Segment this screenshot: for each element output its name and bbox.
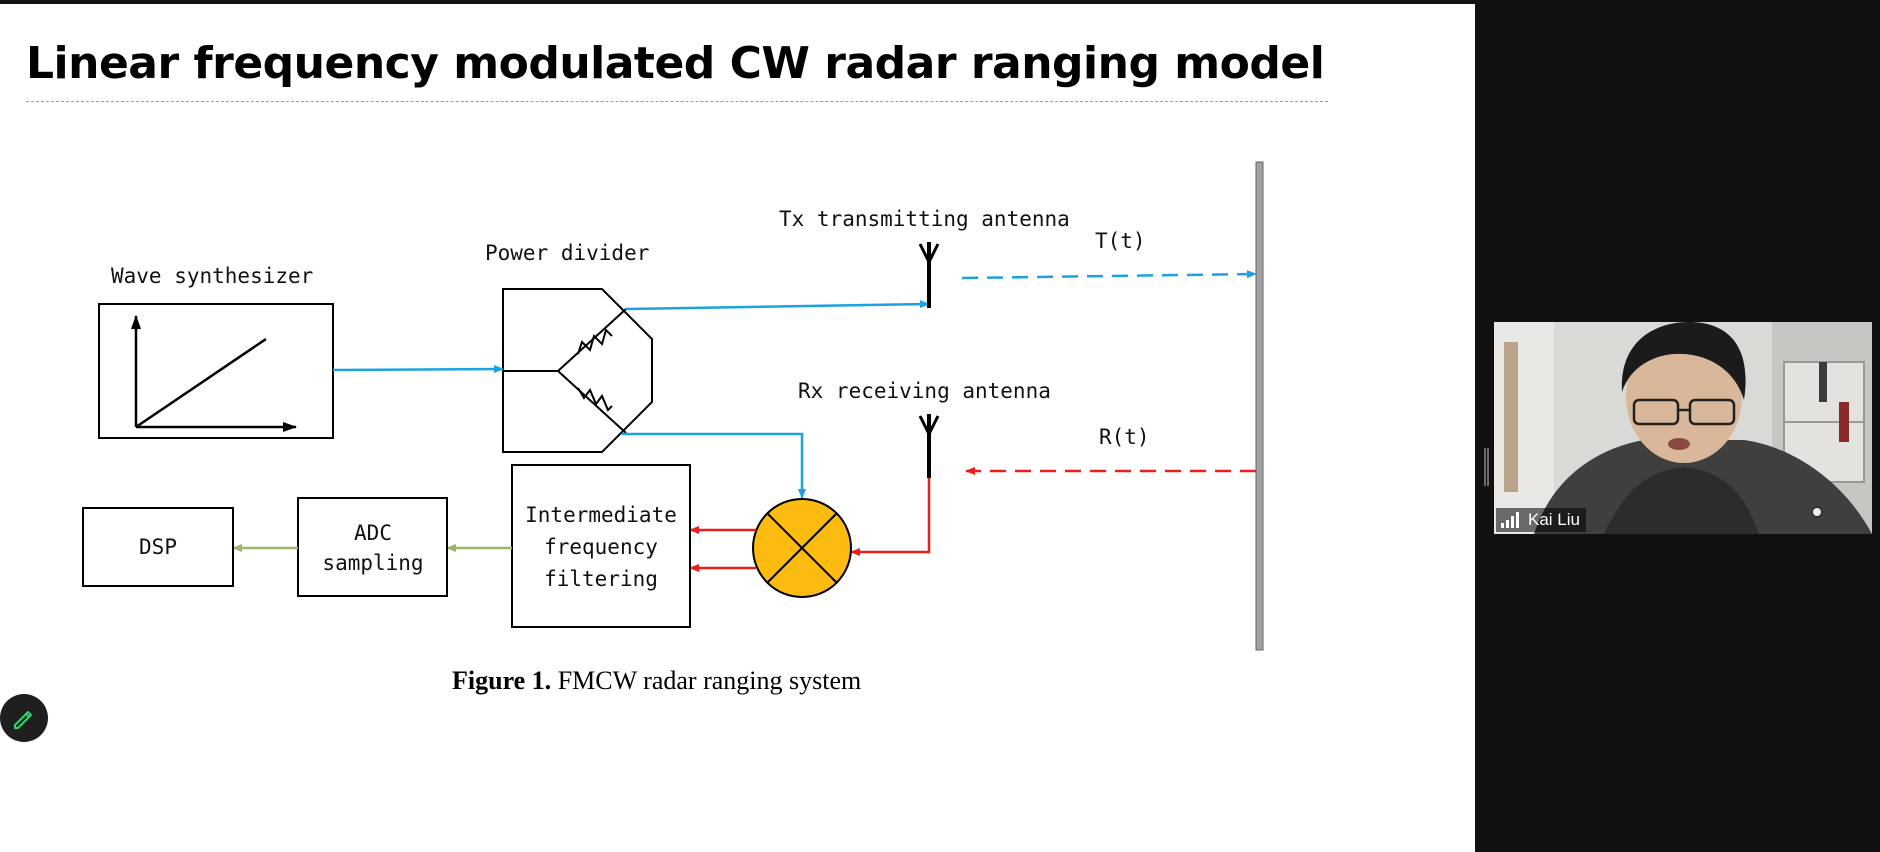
figure-caption: Figure 1. FMCW radar ranging system xyxy=(452,666,861,696)
rx-antenna-icon xyxy=(918,414,940,478)
tx-antenna-label: Tx transmitting antenna xyxy=(779,207,1070,231)
wave-synthesizer-box xyxy=(98,303,334,439)
slide-title: Linear frequency modulated CW radar rang… xyxy=(26,38,1325,89)
participant-video-feed xyxy=(1494,322,1872,534)
top-bar xyxy=(0,0,1880,4)
signal-bars-icon xyxy=(1501,512,1519,528)
dsp-box xyxy=(82,507,234,587)
annotate-button[interactable] xyxy=(0,694,48,742)
participant-name: Kai Liu xyxy=(1528,510,1580,529)
participant-name-tag: Kai Liu xyxy=(1496,508,1586,532)
divider-branch-down xyxy=(557,370,627,434)
if-filter-label-line2: frequency xyxy=(544,535,658,559)
dsp-label: DSP xyxy=(139,535,177,559)
tx-antenna-icon xyxy=(918,242,940,308)
panel-resize-handle[interactable] xyxy=(1484,448,1489,486)
adc-label-line2: sampling xyxy=(322,551,423,575)
fmcw-diagram: Wave synthesizer Power divider Tx transm… xyxy=(82,161,1264,651)
participant-video-tile[interactable]: Kai Liu xyxy=(1494,322,1872,534)
title-divider xyxy=(26,101,1328,102)
if-filter-label-line1: Intermediate xyxy=(525,503,677,527)
divider-to-tx-line xyxy=(625,300,930,311)
adc-box xyxy=(297,497,448,597)
power-divider-box xyxy=(502,288,653,453)
mixer-icon xyxy=(752,498,852,598)
if-filter-box xyxy=(511,464,691,628)
target-reflector xyxy=(1255,161,1264,651)
wave-synthesizer-label: Wave synthesizer xyxy=(111,264,313,288)
transmit-signal-label: T(t) xyxy=(1095,229,1146,253)
figure-caption-text: FMCW radar ranging system xyxy=(551,666,862,695)
transmit-signal-line xyxy=(961,270,1257,280)
chirp-ramp xyxy=(135,337,267,429)
figure-caption-number: Figure 1. xyxy=(452,666,552,695)
pencil-icon xyxy=(14,711,32,729)
rx-antenna-label: Rx receiving antenna xyxy=(798,379,1051,403)
resistor-upper xyxy=(577,328,613,355)
synth-to-divider-line xyxy=(332,365,504,374)
presentation-slide: Linear frequency modulated CW radar rang… xyxy=(0,4,1475,852)
if-filter-label-line3: filtering xyxy=(544,567,658,591)
resistor-lower xyxy=(577,387,613,412)
receive-signal-label: R(t) xyxy=(1099,425,1150,449)
rx-to-mixer-line xyxy=(850,478,931,556)
adc-label-line1: ADC xyxy=(354,521,392,545)
divider-to-mixer-line xyxy=(622,432,806,499)
power-divider-label: Power divider xyxy=(485,241,649,265)
